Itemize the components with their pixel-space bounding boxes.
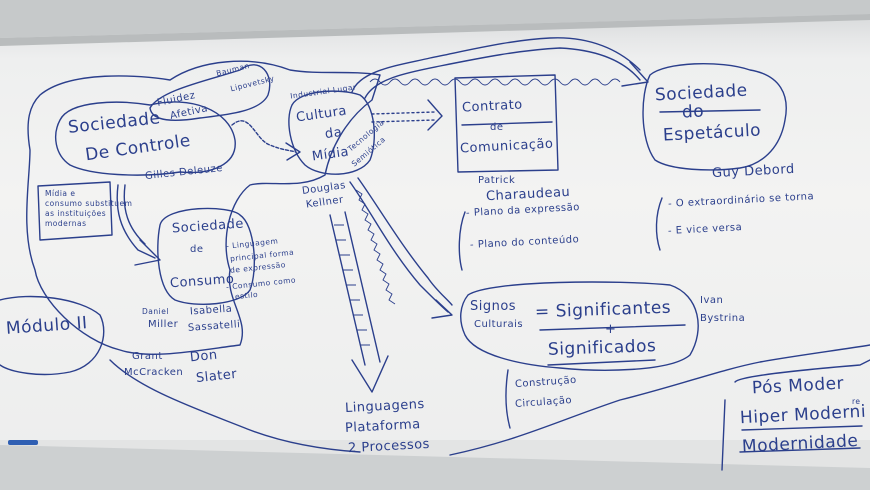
signos-line2: Culturais (474, 319, 524, 330)
midia-note-line3: as instituições (45, 209, 107, 218)
hatched-arrow-linguagens (329, 211, 381, 366)
midia-note-line1: Mídia e (45, 189, 76, 198)
signos-bubble (460, 281, 699, 371)
lower-cloud-outline (109, 344, 870, 456)
grant-line1: Grant (132, 351, 163, 362)
consumo-bubble (157, 207, 255, 305)
espetaculo-bubble (642, 63, 787, 171)
contrato-box (454, 74, 559, 173)
plus-sign: + (605, 322, 617, 337)
significantes-underline (539, 324, 686, 331)
espetaculo-underline (659, 109, 761, 113)
arrow-head-espetaculo (621, 61, 649, 87)
daniel-line1: Daniel (142, 307, 169, 316)
controle-bubble (54, 101, 236, 176)
outer-cloud-outline (26, 60, 381, 355)
espetaculo-line2: do (681, 101, 705, 123)
ivan-line2: Bystrina (700, 313, 746, 324)
significados: Significados (547, 336, 657, 360)
daniel-line2: Miller (148, 319, 179, 330)
dotted-arrow-contrato (371, 111, 436, 123)
board-top-frame (0, 14, 870, 46)
pos-box (721, 359, 870, 471)
plano-bracket (458, 211, 466, 271)
don-line1: Don (189, 347, 219, 366)
wavy-arrow-signos (349, 177, 453, 313)
contrato-line1: Contrato (461, 97, 524, 116)
modulo-bubble (0, 295, 105, 376)
wavy-arrow-cultura (231, 120, 297, 153)
espetaculo-arrow-texture (369, 78, 621, 86)
signos-arrow-texture (355, 189, 396, 305)
midia-note-line4: modernas (45, 219, 87, 228)
significados-underline (547, 359, 656, 366)
arrow-head-linguagens (351, 355, 389, 393)
ceiling (0, 0, 870, 38)
ivan-line1: Ivan (700, 295, 724, 306)
wavy-arrow-espetaculo (351, 37, 641, 99)
arrow-head-signos (431, 299, 453, 319)
consumo-line2: de (190, 244, 204, 255)
guy-bracket (655, 197, 663, 251)
midia-note-box (37, 181, 113, 241)
pos-small-note: re (852, 397, 861, 406)
blue-marker (8, 440, 38, 445)
marker-tray (0, 445, 870, 490)
arrow-head-contrato (427, 99, 443, 131)
midia-note-line2: consumo substituem (45, 199, 133, 208)
fluidez-bubble (149, 64, 271, 121)
contrato-line2: de (490, 122, 504, 133)
cultura-line2: da (323, 124, 344, 143)
linguagens-arrow-texture (334, 224, 370, 346)
arrow-to-consumo (116, 184, 156, 259)
signos-line1: Signos (470, 299, 517, 314)
contrato-underline (461, 121, 553, 126)
arrow-head-consumo (134, 239, 161, 266)
grant-line2: McCracken (124, 367, 184, 378)
patrick-line1: Patrick (478, 175, 516, 186)
construcao-box (505, 369, 511, 429)
arrow-head-cultura (285, 142, 301, 161)
